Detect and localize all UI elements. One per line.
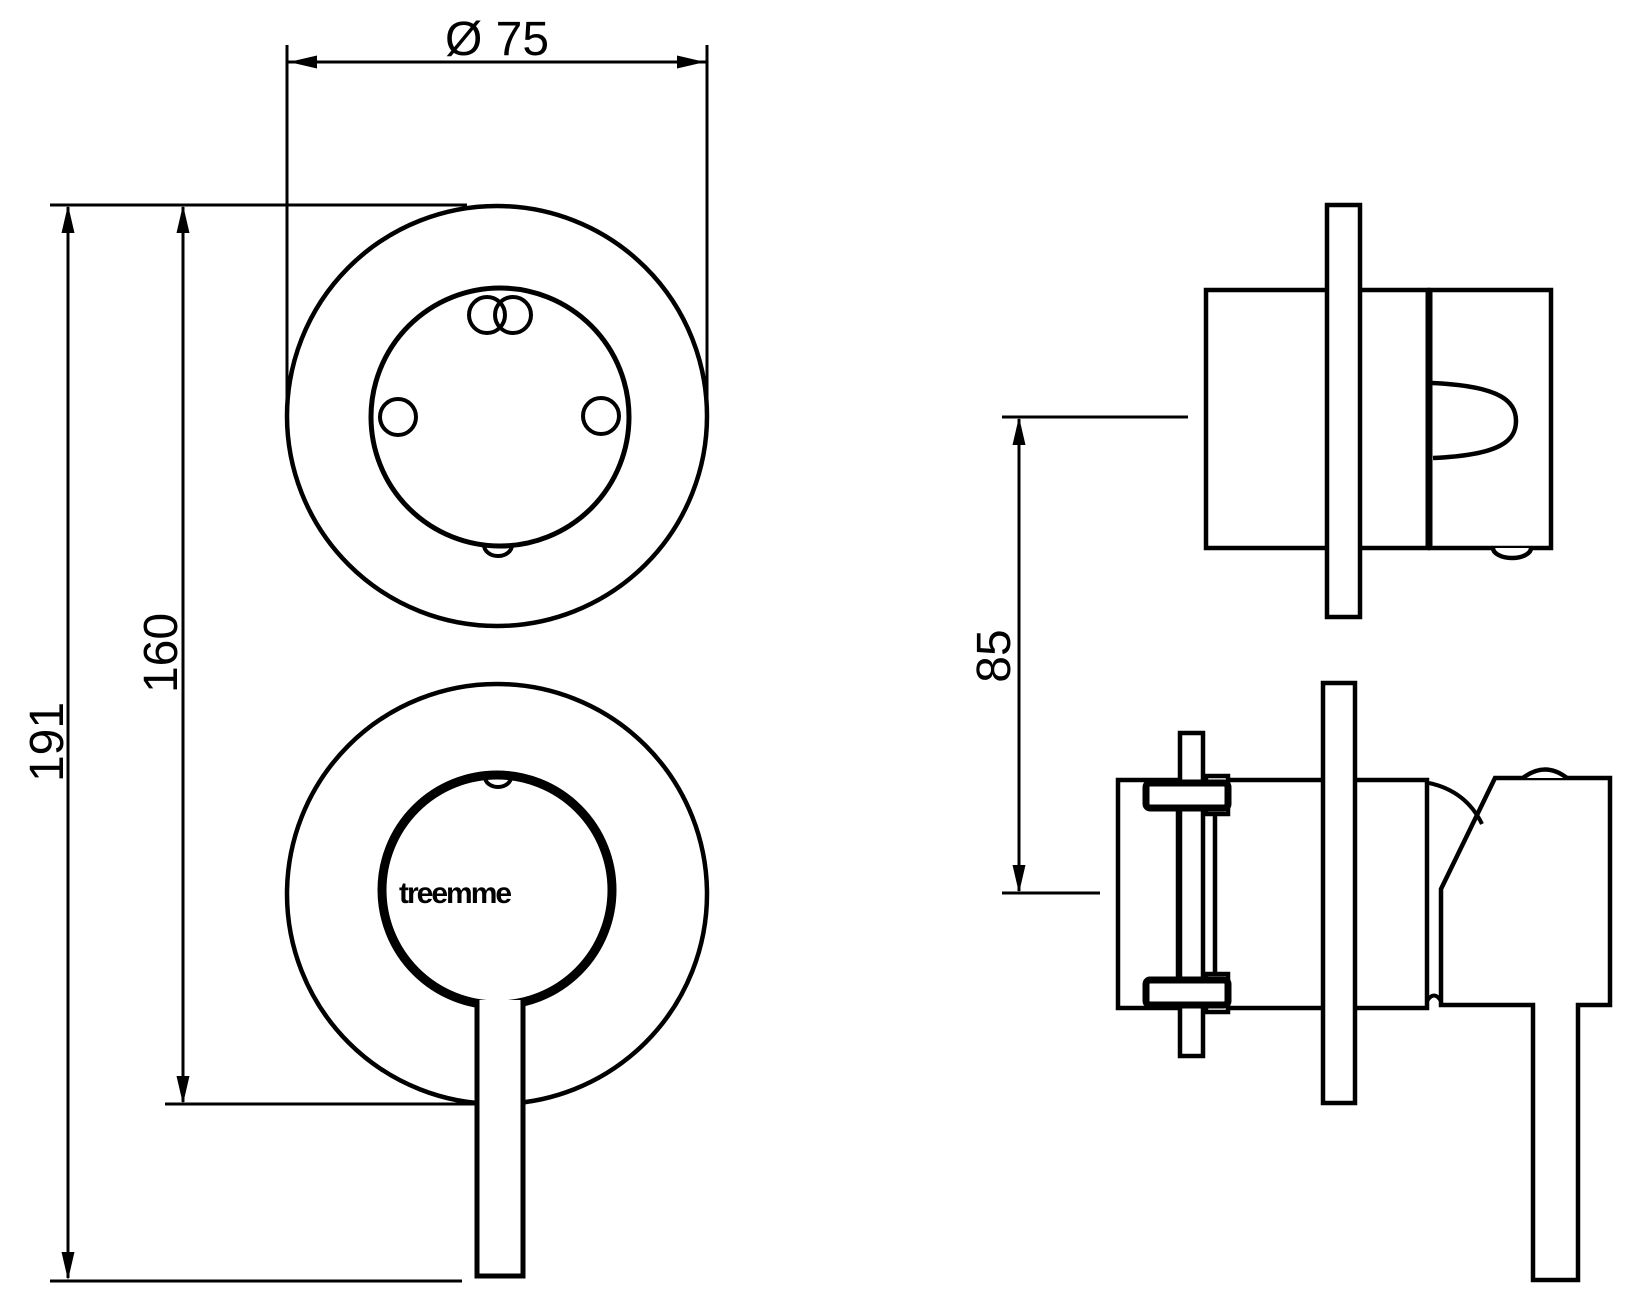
mixer-trim-front: treemme <box>284 681 710 1279</box>
plate-height-label: 160 <box>135 613 188 693</box>
total-height-dimension: 191 <box>21 203 467 1283</box>
escutcheon-plate-bottom <box>1320 680 1358 1106</box>
indicator-ring-right <box>493 295 533 335</box>
arrowhead-right <box>677 55 705 69</box>
lever-handle-side <box>1438 775 1613 1283</box>
handle-pivot-arc <box>1428 781 1484 825</box>
diverter-side-view <box>1203 202 1554 620</box>
top-index-notch <box>483 776 513 789</box>
mounting-flange <box>1177 730 1206 1059</box>
escutcheon-plate-top <box>1324 202 1363 620</box>
valve-body-top <box>1203 287 1431 551</box>
screw-bump-bottom <box>1490 547 1534 561</box>
bottom-index-bump <box>482 544 514 558</box>
port-hole-left <box>378 397 418 437</box>
knob-cap <box>1427 287 1554 551</box>
recessed-housing <box>1115 777 1181 1011</box>
arrowhead-top <box>176 205 190 233</box>
arrowhead-bottom <box>176 1076 190 1104</box>
arrowhead-top <box>1012 417 1026 445</box>
mixer-side-view <box>1115 680 1613 1283</box>
body-handle-gap-arc <box>1425 993 1443 1003</box>
screw-lens-top <box>1521 767 1569 780</box>
diameter-dimension: Ø 75 <box>285 13 709 412</box>
arrowhead-left <box>289 55 317 69</box>
arrowhead-bottom <box>61 1252 75 1280</box>
side-views: 85 <box>968 202 1613 1283</box>
port-hole-right <box>581 396 621 436</box>
plate-height-dimension: 160 <box>135 205 522 1106</box>
clamp-bar-top <box>1142 779 1232 812</box>
depth-offset-dimension: 85 <box>968 415 1188 895</box>
knob-dome-profile <box>1431 380 1519 461</box>
faceplate-outer-circle-top <box>284 203 710 629</box>
brand-logo: treemme <box>399 877 511 910</box>
front-view: Ø 75 191 160 <box>21 13 710 1283</box>
diameter-label: Ø 75 <box>445 13 549 66</box>
arrowhead-bottom <box>1012 865 1026 893</box>
total-height-label: 191 <box>21 702 74 782</box>
depth-offset-label: 85 <box>968 629 1021 682</box>
clamp-bar-bottom <box>1142 976 1232 1009</box>
lever-handle-front <box>474 1000 526 1279</box>
diverter-knob-circle <box>368 285 632 549</box>
arrowhead-top <box>61 205 75 233</box>
diverter-trim-front <box>284 203 710 629</box>
indicator-ring-left <box>467 295 507 335</box>
